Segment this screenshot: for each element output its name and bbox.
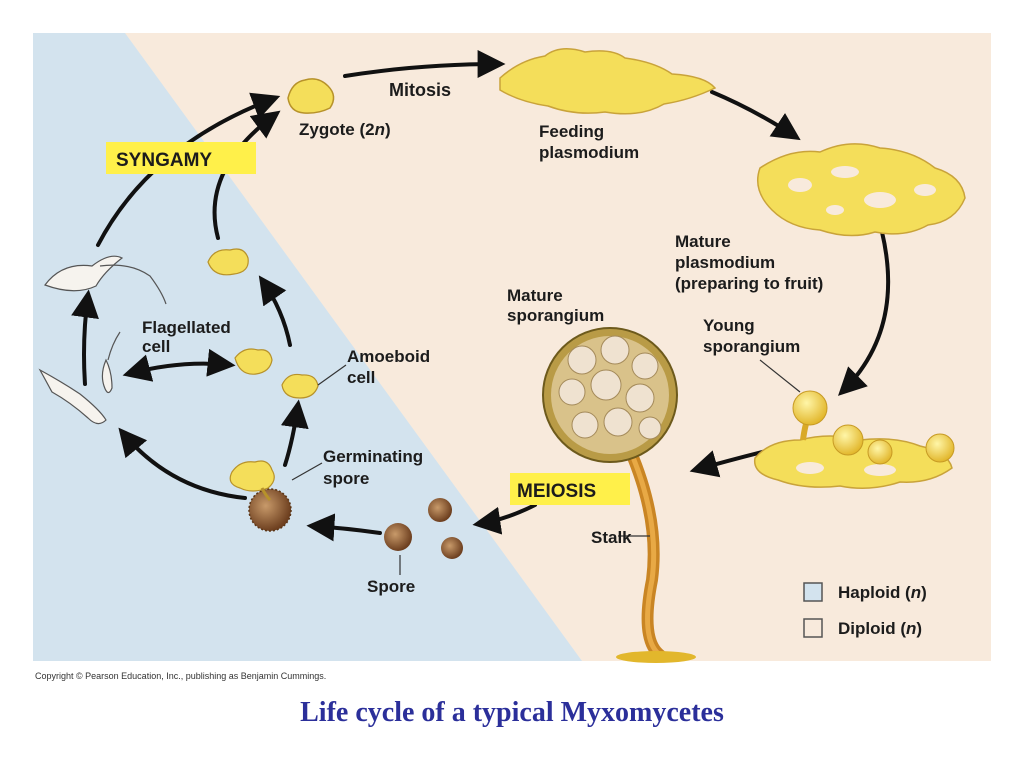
zygote-label: Zygote (2n) (299, 120, 391, 139)
haploid-swatch (803, 582, 823, 602)
arrow-germinating-to-amoeboid (280, 399, 309, 467)
figure-caption: Life cycle of a typical Myxomycetes (300, 697, 724, 728)
copyright-notice: Copyright © Pearson Education, Inc., pub… (35, 671, 326, 681)
spore-label: Spore (367, 577, 415, 596)
diploid-legend-label: Diploid (n) (838, 619, 922, 638)
feeding-plasmodium (499, 48, 717, 115)
arrow-amoeboid-up (258, 275, 292, 347)
feeding-plasmodium-label: Feeding plasmodium (539, 122, 639, 162)
amoeboid-cell-label: Amoeboid cell (347, 347, 435, 387)
germinating-spore-label: Germinating spore (323, 447, 428, 488)
arrow-mature-to-young (838, 230, 891, 396)
arrow-meiosis-to-spores (472, 503, 537, 535)
label-pointers (291, 359, 801, 575)
flagellated-cell-label: Flagellated cell (142, 318, 236, 356)
syngamy-label: SYNGAMY (116, 150, 212, 171)
cycle-arrows (71, 50, 891, 542)
meiosis-label: MEIOSIS (517, 481, 596, 502)
young-sporangia (753, 390, 955, 489)
arrow-zygote-to-feeding (343, 50, 506, 79)
arrow-spore-to-germinating (306, 513, 382, 542)
arrow-feeding-to-mature (710, 90, 801, 141)
legend: Haploid (n) Diploid (n) (803, 582, 927, 638)
stalk-label: Stalk (591, 528, 632, 547)
diploid-swatch (803, 618, 823, 638)
spores (384, 498, 463, 559)
amoeboid-cells (207, 248, 319, 399)
young-sporangium-label: Young sporangium (703, 316, 800, 356)
zygote-cell (287, 78, 335, 114)
mature-sporangium-with-stalk (542, 327, 696, 663)
meiosis-highlight (510, 473, 630, 505)
mature-sporangium-label: Mature sporangium (507, 286, 604, 325)
mature-plasmodium (757, 143, 966, 237)
arrow-germinating-to-flagellated (118, 427, 247, 500)
flagellated-cells (38, 255, 167, 425)
mitosis-label: Mitosis (389, 80, 451, 100)
syngamy-highlight (106, 142, 256, 174)
haploid-legend-label: Haploid (n) (838, 583, 927, 602)
arrow-flagellated-up (71, 289, 99, 386)
arrow-flagellated-amoeboid (122, 348, 236, 382)
mature-plasmodium-label: Mature plasmodium (preparing to fruit) (675, 232, 823, 293)
germinating-spore (229, 460, 292, 532)
